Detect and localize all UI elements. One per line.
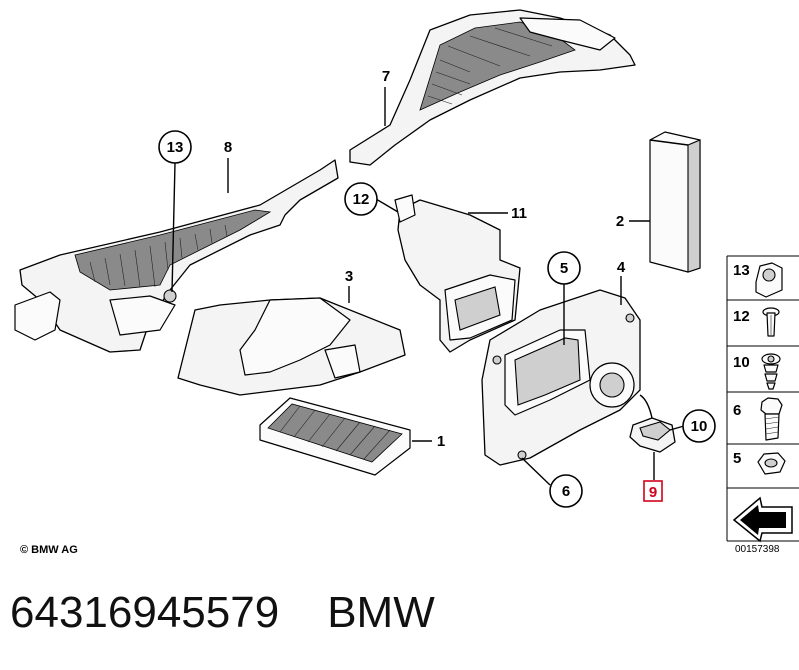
- legend-6-label: 6: [733, 402, 741, 419]
- leader-lines: [171, 87, 685, 486]
- legend-13-label: 13: [733, 262, 750, 279]
- callout-4-label: 4: [617, 259, 626, 276]
- legend-5-label: 5: [733, 450, 741, 467]
- legend-row-5: 5: [733, 450, 786, 475]
- diagram-number: 00157398: [735, 544, 780, 555]
- part-caption: 64316945579 BMW: [10, 583, 435, 643]
- parts-diagram: 13 8 7 12 11 3 2 5 4 1 10 9 6: [14, 9, 799, 556]
- legend-row-10: 10: [733, 353, 781, 390]
- callout-5-label: 5: [560, 260, 568, 277]
- legend-row-12: 12: [733, 307, 780, 337]
- callout-8: 8: [224, 139, 232, 156]
- callout-9-highlighted[interactable]: 9: [643, 480, 663, 502]
- callout-13: 13: [158, 130, 192, 164]
- callout-13-label: 13: [167, 139, 184, 156]
- callout-1: 1: [437, 433, 445, 450]
- callout-12-label: 12: [353, 191, 370, 208]
- callout-11: 11: [511, 205, 527, 222]
- clip-nut-icon: [755, 262, 783, 298]
- callout-12: 12: [344, 182, 378, 216]
- callout-7-label: 7: [382, 68, 390, 85]
- callout-3: 3: [345, 268, 353, 285]
- filter-housing-cover-part: [177, 297, 406, 396]
- callout-1-label: 1: [437, 433, 445, 450]
- expanding-rivet-icon: [762, 307, 780, 337]
- air-duct-part: [394, 194, 521, 353]
- cowl-panel-right-part: [349, 9, 636, 166]
- micro-filter-part: [649, 131, 701, 273]
- copyright-text: © BMW AG: [20, 544, 78, 556]
- callout-9-label: 9: [649, 484, 657, 501]
- spreading-rivet-icon: [761, 353, 781, 390]
- callout-10: 10: [682, 409, 716, 443]
- callout-8-label: 8: [224, 139, 232, 156]
- legend-row-13: 13: [733, 262, 783, 298]
- brand-name: BMW: [327, 588, 435, 637]
- actuator-part: [629, 394, 676, 453]
- filter-element-part: [259, 397, 411, 476]
- callout-5: 5: [547, 251, 581, 285]
- part-number: 64316945579: [10, 588, 280, 637]
- hex-nut-icon: [757, 452, 786, 475]
- legend-10-label: 10: [733, 354, 750, 371]
- callout-2: 2: [616, 213, 624, 230]
- legend-row-6: 6: [733, 397, 783, 441]
- hex-bolt-icon: [760, 397, 783, 441]
- housing-frame-part: [481, 289, 641, 466]
- direction-arrow-icon: [732, 496, 793, 543]
- callout-3-label: 3: [345, 268, 353, 285]
- callout-6: 6: [549, 474, 583, 508]
- callout-11-label: 11: [511, 205, 527, 222]
- callout-6-label: 6: [562, 483, 570, 500]
- callout-2-label: 2: [616, 213, 624, 230]
- callout-4: 4: [617, 259, 626, 276]
- legend-12-label: 12: [733, 308, 750, 325]
- fastener-legend: 13 12 10 6: [726, 255, 799, 543]
- callout-10-label: 10: [691, 418, 708, 435]
- callout-7: 7: [382, 68, 390, 85]
